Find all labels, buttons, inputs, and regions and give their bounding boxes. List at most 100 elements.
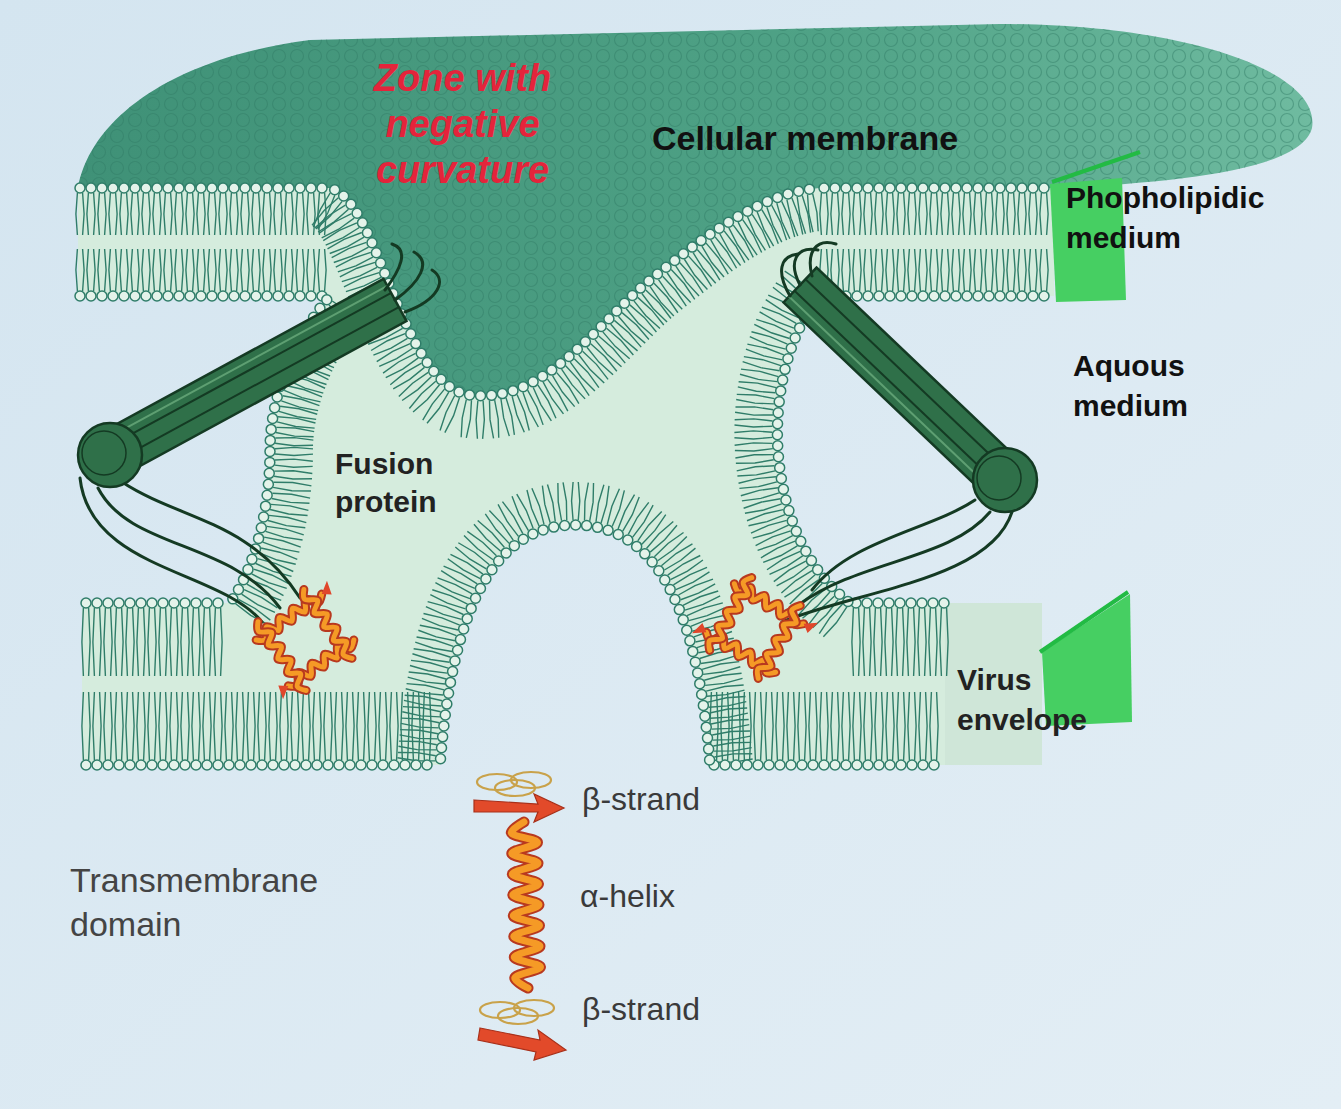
lipid-head [873,598,883,608]
lipid-tail [941,249,943,291]
lipid-tail [315,205,345,228]
lipid-tail [777,203,790,239]
lipid-tail [208,249,210,291]
lipid-tail [258,692,260,760]
lipid-head [778,484,788,494]
protein-linker [122,482,300,598]
lipid-tail [495,400,499,438]
lipid-tail [871,249,873,291]
lipid-head [752,201,762,211]
lipid-tail [1047,249,1049,291]
lipid-tail [849,692,851,760]
protein-head [78,423,142,487]
lipid-head [136,760,146,770]
lipid-tail [138,249,140,291]
lipid-head [437,743,447,753]
lipid-tail [417,637,454,646]
lipid-tail [915,193,917,235]
lipid-head [119,183,129,193]
lipid-tail [408,692,410,760]
lipid-layer [75,183,1049,770]
lipid-tail [963,193,965,235]
lipid-tail [1014,249,1016,291]
lipid-head [962,291,972,301]
lipid-tail [732,692,734,760]
lipid-head [571,520,581,530]
lipid-head [733,212,743,222]
lipid-tail [940,608,942,676]
lipid-head [439,721,449,731]
lipid-tail [754,324,789,338]
lipid-tail [277,422,314,428]
lipid-head [358,218,368,228]
lipid-tail [734,431,772,433]
lipid-tail [272,498,310,503]
lipid-tail [992,249,994,291]
lipid-tail [741,369,778,376]
lipid-tail [142,249,144,291]
lipid-tail [607,489,619,525]
lipid-head [801,546,811,556]
lipid-head [705,755,715,765]
lipid-head [647,557,657,567]
lipid-tail [886,692,888,760]
lipid-tail [737,466,775,471]
lipid-tail [820,193,822,235]
lipid-tail [94,193,96,235]
lipid-tail [875,193,877,235]
lipid-tail [739,477,776,483]
lipid-tail [941,193,943,235]
beta-strand-arrow [474,794,564,822]
lipid-tail [89,608,91,676]
lipid-tail [203,608,205,676]
lipid-tail [76,193,78,235]
lipid-tail [402,712,440,717]
lipid-tail [270,249,272,291]
lipid-head [114,760,124,770]
lipid-head [781,495,791,505]
lipid-head [547,365,557,375]
lipid-tail [489,511,513,541]
lipid-head [494,556,504,566]
lipid-tail [171,193,173,235]
lipid-tail [318,249,320,291]
lipid-head [263,479,273,489]
lipid-tail [707,690,744,696]
lipid-tail [736,460,774,463]
lipid-tail [1014,193,1016,235]
lipid-tail [111,692,113,760]
lipid-tail [269,515,306,522]
lipid-tail [751,332,787,344]
lipid-tail [225,692,227,760]
lipid-head [538,371,548,381]
lipid-tail [379,692,381,760]
lipid-head [652,269,662,279]
lipid-head [731,760,741,770]
lipid-tail [397,692,399,760]
lipid-head [940,183,950,193]
lipid-tail [808,194,813,232]
lipid-head [487,565,497,575]
protein-linker [782,512,1012,622]
lipid-head [572,344,582,354]
lipid-tail [104,692,106,760]
lipid-tail [237,249,239,291]
lipid-head [284,183,294,193]
lipid-head [704,744,714,754]
lipid-tail [761,692,763,760]
lipid-head [907,291,917,301]
transmembrane-domains [238,566,821,1060]
lipid-tail [309,692,311,760]
lipid-head [786,343,796,353]
lipid-tail [704,673,741,680]
lipid-tail [164,193,166,235]
lipid-head [632,541,642,551]
lipid-tail [144,608,146,676]
lipid-tail [126,608,128,676]
lipid-head [1028,183,1038,193]
lipid-head [685,636,695,646]
lipid-tail [98,249,100,291]
beta-strand-tip [242,581,368,700]
lipid-head [678,249,688,259]
lipid-tail [100,608,102,676]
